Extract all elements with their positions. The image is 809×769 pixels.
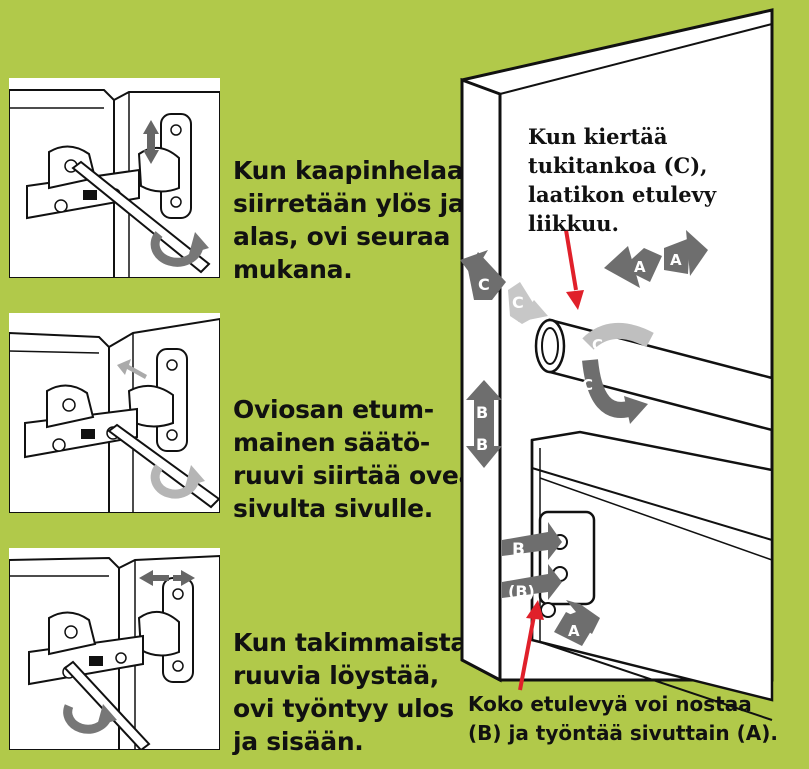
label-a-bracket: A (568, 622, 580, 640)
caption-bottom-note: Koko etulevyä voi nostaa (B) ja työntää … (468, 692, 778, 745)
hinge-panel-sideways (9, 313, 220, 513)
label-a-left: A (634, 258, 646, 276)
rod-rotation-arrow-light (582, 322, 654, 350)
label-a-right: A (670, 251, 682, 269)
arrow-b-lower (502, 564, 562, 600)
hinge-panel-depth (9, 548, 220, 750)
red-pointer-rod (564, 229, 578, 291)
label-c-light: C (512, 293, 524, 312)
hinge-vertical-illustration (9, 89, 220, 278)
drawer-front-edge (460, 77, 502, 683)
caption-step-1: Kun kaapinhelaa siirretään ylös ja alas,… (233, 156, 465, 284)
caption-step-3: Kun takimmaista ruuvia löystää, ovi työn… (233, 628, 467, 756)
hinge-sideways-illustration (9, 317, 220, 513)
label-c-rod-light: C (592, 336, 603, 354)
label-b-upper: B (512, 540, 525, 560)
label-c-dark: C (478, 275, 490, 294)
caption-rod-note: Kun kiertää tukitankoa (C), laatikon etu… (528, 124, 717, 236)
red-pointer-bracket (518, 615, 536, 691)
arrow-b-up (466, 380, 502, 426)
arrow-a-right (664, 238, 690, 274)
rod-rotation-arrow-dark (582, 359, 635, 418)
bracket-screw-bottom (540, 602, 556, 618)
label-b-paren: (B) (508, 582, 535, 601)
hinge-depth-illustration (9, 554, 220, 750)
label-c-rod-dark: C (582, 376, 593, 394)
label-b-down: B (476, 435, 488, 454)
arrow-b-upper (502, 522, 562, 560)
hinge-panel-vertical (9, 78, 220, 278)
arrow-a-left (622, 248, 662, 282)
label-b-up: B (476, 403, 488, 422)
arrow-b-down (466, 426, 502, 468)
caption-step-2: Oviosan etum- mainen säätö- ruuvi siirtä… (233, 395, 476, 523)
